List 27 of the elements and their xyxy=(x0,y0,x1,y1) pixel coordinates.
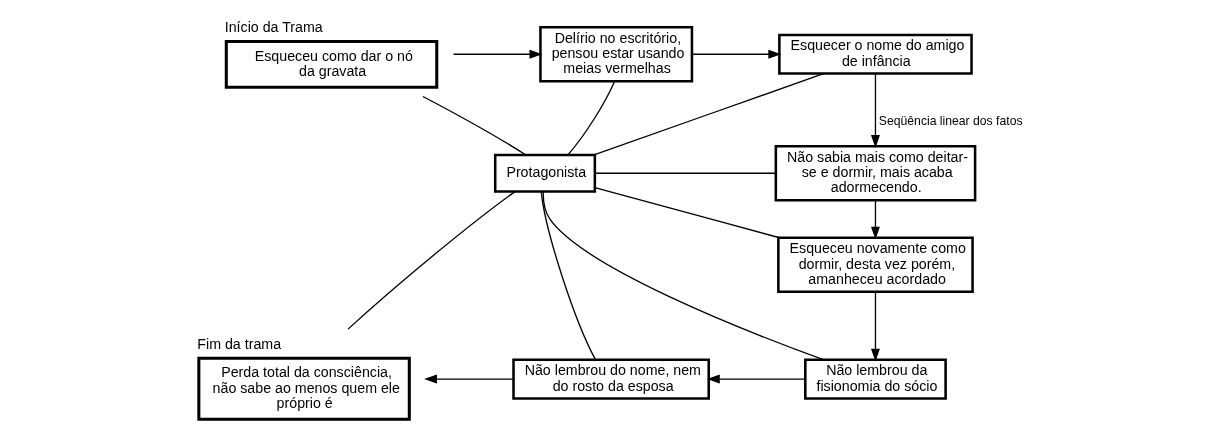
connector xyxy=(594,187,781,239)
connector xyxy=(347,190,516,330)
node-box: Não lembrou da fisionomia do sócio xyxy=(804,358,947,400)
node-box: Perda total da consciência, não sabe ao menos quem ele próprio é xyxy=(197,356,411,421)
node-box: Protagonista xyxy=(493,153,597,193)
node-box: Esquecer o nome do amigo de infância xyxy=(778,33,973,75)
node-box: Esqueceu novamente como dormir, desta vez porém, amanheceu acordado xyxy=(777,236,974,293)
arrow xyxy=(870,73,880,148)
node-box: Delírio no escritório, pensou estar usando meias vermelhas xyxy=(539,26,694,83)
node-label: Início da Trama xyxy=(224,19,323,36)
node-box: Não lembrou do nome, nem do rosto da esposa xyxy=(512,358,710,400)
connector xyxy=(593,73,825,156)
arrow xyxy=(870,199,880,240)
arrow xyxy=(691,49,782,59)
node-label: Fim da trama xyxy=(197,335,282,352)
node-box: Esqueceu como dar o nó da gravata xyxy=(224,40,439,89)
connector xyxy=(567,80,616,156)
node-box: Não sabia mais como deitar-se e dormir, mais acaba adormecendo. xyxy=(774,145,977,202)
arrow xyxy=(424,374,514,384)
connector xyxy=(422,95,527,156)
connector xyxy=(540,190,597,361)
arrow xyxy=(870,291,880,362)
arrow xyxy=(706,374,806,384)
connector xyxy=(594,172,777,174)
arrow xyxy=(452,49,543,59)
edge-label: Seqüência linear dos fatos xyxy=(878,113,1023,128)
connector xyxy=(542,190,824,361)
